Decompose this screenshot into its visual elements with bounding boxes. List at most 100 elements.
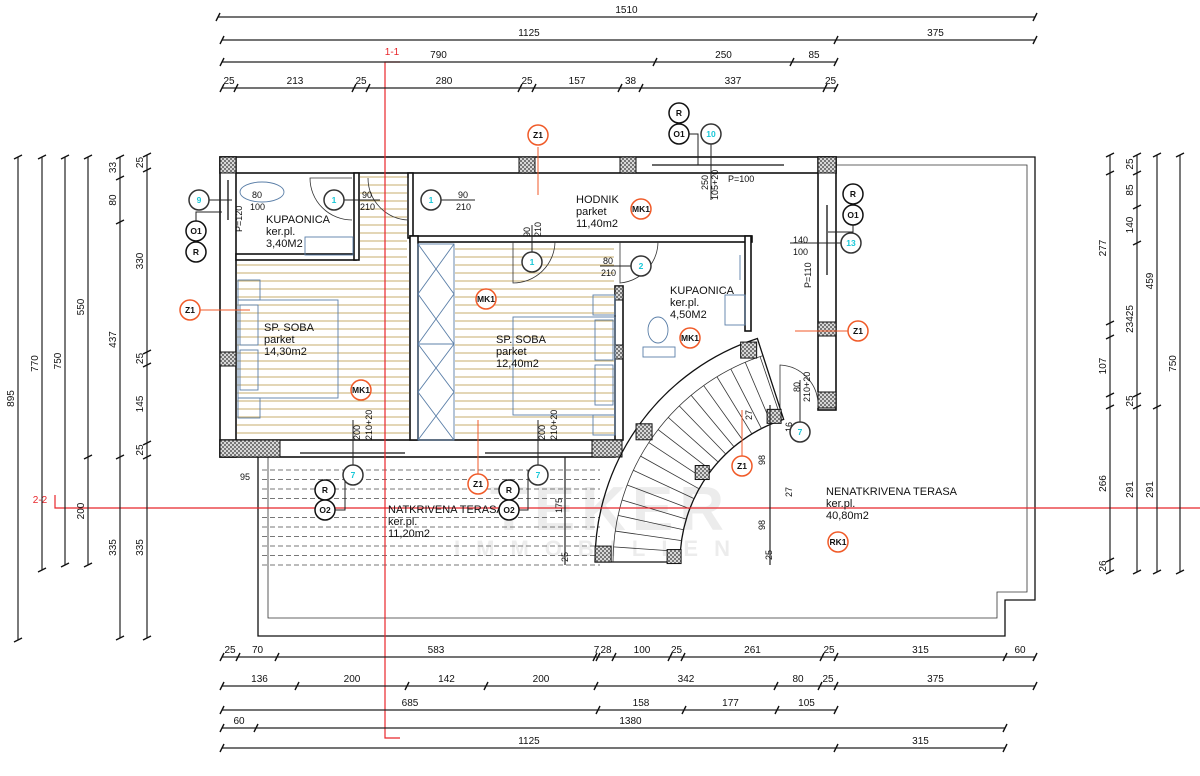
bed-1 [237,279,339,419]
dimension-label: 38 [625,76,637,87]
tag-label: 7 [798,427,803,437]
opening-dimension: 27 [784,487,794,497]
opening-dimension: 175 [554,498,564,513]
dimension-label: 28 [600,645,612,656]
bed-2 [512,294,616,436]
tag-label: 7 [351,470,356,480]
room-area: 40,80m2 [826,510,869,522]
tag-n1: 1 [323,189,345,211]
opening-dimension: P=110 [803,262,813,288]
dimension-label: 25 [521,76,533,87]
dimension-label: 550 [76,298,87,315]
room-name: NENATKRIVENA TERASA [826,486,958,498]
opening-dimension: 210 [601,268,616,278]
dimension-label: 25 [355,76,367,87]
dimension-label: 60 [233,716,245,727]
tag-rk1: RK1 [827,531,849,553]
tag-z1: Z1 [527,124,549,146]
tag-label: 9 [197,195,202,205]
doors [309,177,819,408]
dimension-label: 291 [1145,481,1156,498]
dimension-label: 250 [715,50,732,61]
dimension-label: 200 [344,674,361,685]
tag-label: 10 [706,129,716,139]
room-name: KUPAONICA [670,285,735,297]
tag-label: MK1 [477,294,495,304]
tag-r: R [498,479,520,501]
tag-label: 7 [536,470,541,480]
tag-label: Z1 [533,130,543,140]
dimension-label: 25 [223,76,235,87]
opening-dimension: P=100 [728,174,754,184]
dimension-label: 261 [744,645,761,656]
tag-z1: Z1 [731,455,753,477]
tag-label: 1 [429,195,434,205]
dimension-label: 213 [287,76,304,87]
dimension-label: 375 [927,674,944,685]
tag-label: MK1 [632,204,650,214]
dimension-label: 790 [430,50,447,61]
dimension-label: 1510 [615,5,638,16]
tag-label: R [506,485,512,495]
tag-label: Z1 [185,305,195,315]
dimension-label: 105 [798,698,815,709]
dimension-label: 100 [634,645,651,656]
dimension-label: 136 [251,674,268,685]
tag-n1: 1 [521,251,543,273]
dimension-label: 266 [1098,475,1109,492]
room-floor: ker.pl. [826,498,855,510]
tag-label: MK1 [681,333,699,343]
tag-label: 1 [332,195,337,205]
dimension-label: 85 [1125,184,1136,196]
dimension-label: 277 [1098,239,1109,256]
opening-dimension: P=120 [234,206,244,232]
tag-label: 1 [530,257,535,267]
tag-label: O2 [503,505,515,515]
opening-dimension: 90 [522,227,532,237]
room-area: 4,50M2 [670,309,707,321]
opening-dimension: 250 [700,175,710,190]
tag-z1: Z1 [179,299,201,321]
opening-dimension: 210+20 [364,410,374,440]
dimension-label: 107 [1098,357,1109,374]
dimension-label: 770 [30,355,41,372]
tag-o2: O2 [314,499,336,521]
tag-label: O1 [673,129,685,139]
dimension-label: 375 [927,28,944,39]
tag-z1: Z1 [467,473,489,495]
opening-dimension: 100 [793,247,808,257]
room-labels: KUPAONICAker.pl.3,40M2HODNIKparket11,40m… [264,194,958,540]
opening-dimension: 100 [250,202,265,212]
tag-n9: 9 [188,189,210,211]
dimension-label: 315 [912,645,929,656]
dimension-label: 25 [1125,395,1136,407]
room-name: KUPAONICA [266,214,331,226]
dimension-label: 145 [135,395,146,412]
dimension-label: 25 [224,645,236,656]
tag-label: O1 [847,210,859,220]
dimension-label: 25 [1125,158,1136,170]
room-area: 11,40m2 [576,218,618,230]
tag-n10: 10 [700,123,722,145]
room-area: 12,40m2 [496,358,539,370]
dimension-label: 60 [1014,645,1026,656]
walls [219,156,837,458]
dimension-label: 23425 [1125,305,1136,333]
dimension-label: 583 [428,645,445,656]
room-floor: parket [264,334,295,346]
opening-dimension: 210+20 [549,410,559,440]
dimension-label: 342 [678,674,695,685]
tag-label: MK1 [352,385,370,395]
tag-o1: O1 [185,220,207,242]
dimension-label: 25 [135,444,146,456]
dimension-label: 142 [438,674,455,685]
tag-n1: 1 [420,189,442,211]
tag-mk1: MK1 [630,198,652,220]
room-area: 14,30m2 [264,346,307,358]
room-name: HODNIK [576,194,619,206]
tag-r: R [185,241,207,263]
opening-dimension: 140 [793,235,808,245]
opening-dimension: 98 [757,455,767,465]
bathroom-fixtures [239,181,746,358]
room-floor: ker.pl. [388,516,417,528]
